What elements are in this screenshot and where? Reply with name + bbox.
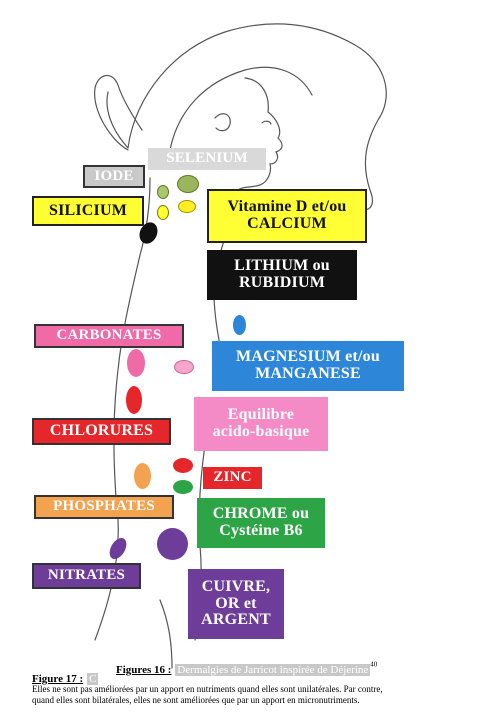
silicium-label: SILICIUM: [32, 196, 144, 226]
figure16-caption: Figures 16 : Dermalgies de Jarricot insp…: [116, 660, 377, 678]
chrome-spot: [173, 480, 193, 494]
cuivre-label: CUIVRE, OR et ARGENT: [188, 569, 284, 639]
neck-back-line: [94, 177, 151, 641]
carbonates-spot: [127, 349, 145, 377]
lithium-label: LITHIUM ou RUBIDIUM: [207, 250, 357, 300]
figure17-label: Figure 17 :: [32, 673, 84, 685]
cuivre-spot: [157, 528, 188, 560]
chrome-label: CHROME ou Cystéine B6: [197, 498, 325, 548]
phosphates-label: PHOSPHATES: [34, 495, 174, 519]
eye-mark: [261, 120, 272, 125]
figure17-caption: Figure 17 : C: [32, 669, 99, 687]
zinc-spot: [173, 458, 193, 473]
figure16-text: Dermalgies de Jarricot inspirée de Déjer…: [175, 664, 371, 676]
face-profile: [237, 77, 283, 191]
ponytail-outline: [94, 75, 143, 151]
vitamine-d-spot: [178, 200, 196, 213]
zinc-label: ZINC: [203, 467, 262, 489]
raised-arm-inner: [169, 66, 313, 151]
raised-arm-outline: [127, 23, 387, 211]
ponytail-inner: [106, 91, 129, 149]
magnesium-label: MAGNESIUM et/ou MANGANESE: [212, 341, 404, 391]
ear-outline: [214, 113, 231, 132]
iode-label: IODE: [83, 165, 145, 188]
figure16-superscript: 40: [370, 660, 378, 669]
phosphates-spot: [134, 463, 151, 489]
silicium-spot: [157, 205, 169, 220]
chlorures-spot: [126, 386, 142, 414]
figure17-mark: C: [87, 673, 99, 685]
note-line-2: quand elles sont bilatérales, elles ne s…: [32, 695, 360, 705]
nitrates-label: NITRATES: [32, 563, 141, 589]
carbonates-label: CARBONATES: [34, 324, 184, 348]
selenium-label: SELENIUM: [148, 148, 266, 170]
magnesium-spot: [233, 315, 246, 335]
equilibre-label: Equilibre acido-basique: [194, 397, 328, 451]
chlorures-label: CHLORURES: [32, 418, 171, 445]
vitamine-d-label: Vitamine D et/ou CALCIUM: [207, 189, 367, 243]
iode-spot: [157, 185, 169, 199]
note-line-1: Elles ne sont pas améliorées par un appo…: [32, 684, 383, 694]
figure16-label: Figures 16 :: [116, 664, 172, 676]
selenium-spot: [177, 175, 199, 193]
caption-note: Elles ne sont pas améliorées par un appo…: [32, 684, 492, 706]
equilibre-spot: [174, 360, 194, 374]
back-spine-lower: [159, 599, 173, 669]
